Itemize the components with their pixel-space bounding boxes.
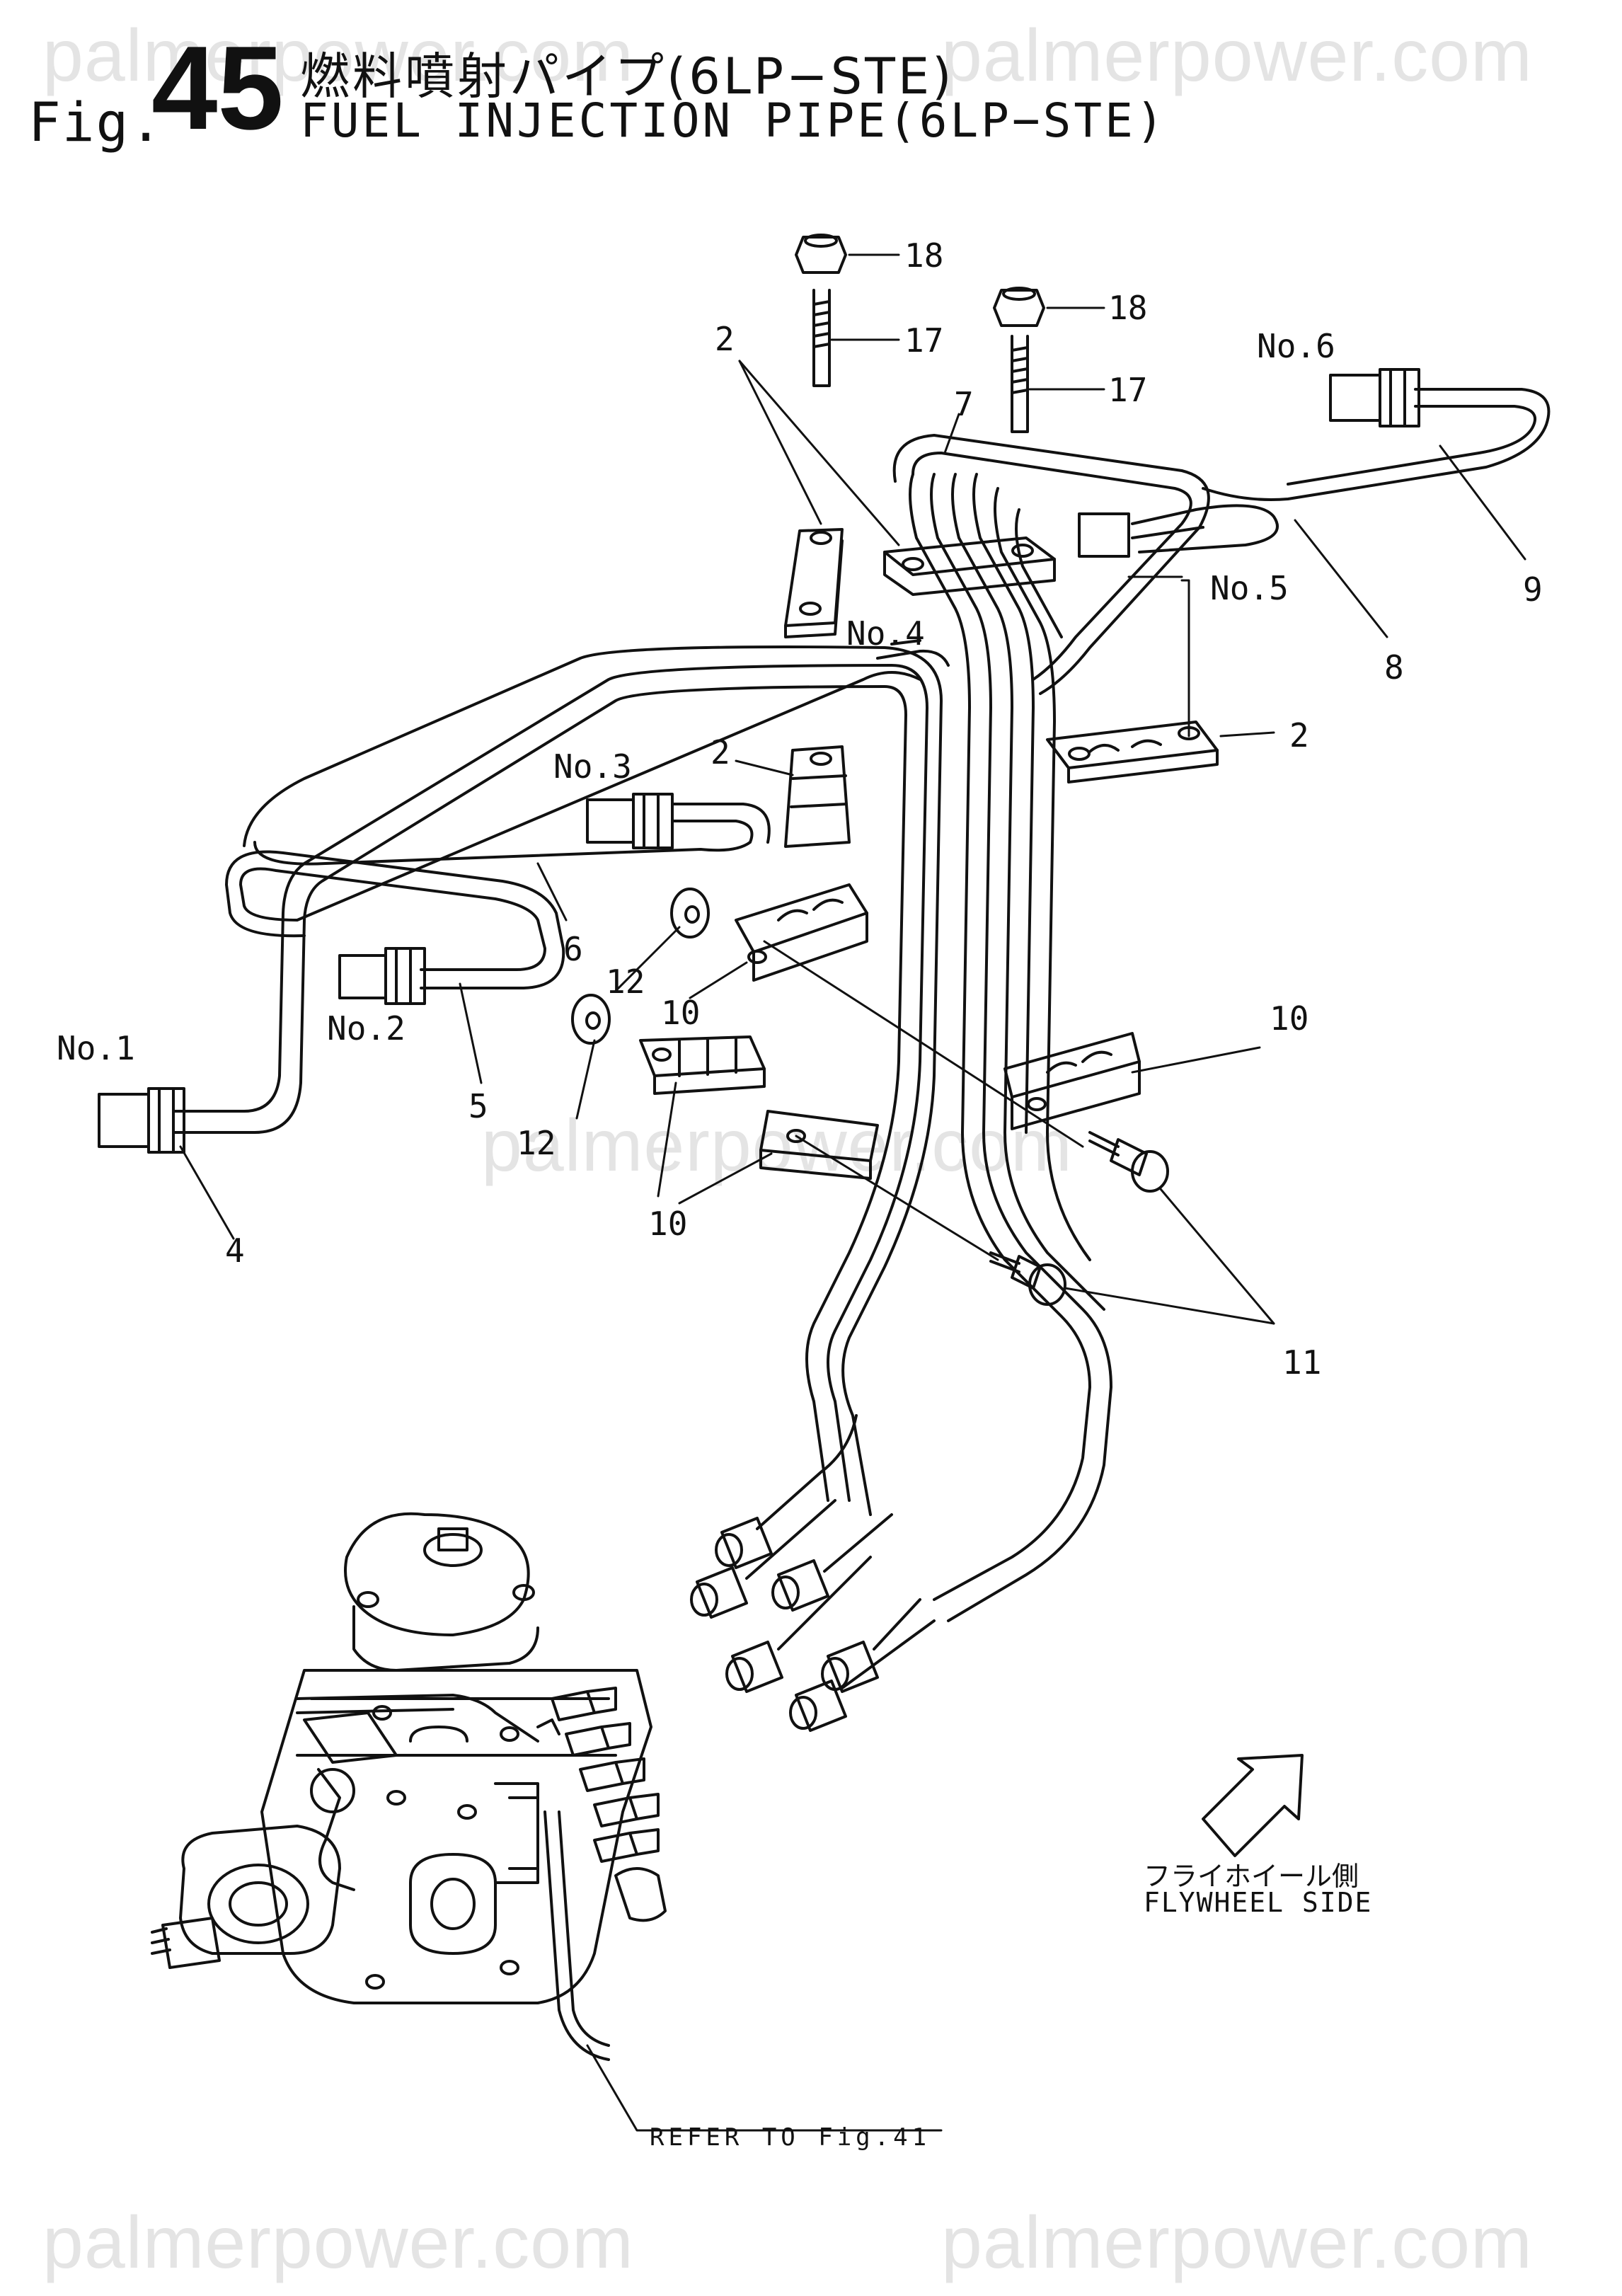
pipe-end-nuts [690,1414,936,1732]
figure-prefix: Fig. [28,91,164,154]
callout-no6: No.6 [1257,327,1335,365]
pipe-no1 [172,664,928,1502]
clamp-10-center [759,1110,879,1180]
stud-17-left [812,289,831,387]
figure-title-japanese: 燃料噴射パイプ(6LP−STE) [300,47,955,105]
callout-10-right: 10 [1270,999,1309,1038]
pipe-no2-nut [338,947,426,1005]
callout-5: 5 [468,1087,488,1125]
nut-18-left [795,234,847,274]
callout-no5: No.5 [1210,569,1289,607]
pipe-no6 [1202,368,1551,501]
callout-8: 8 [1384,648,1404,687]
clamp-2-right [1046,721,1219,783]
injection-pump [151,1512,667,2061]
refer-to-figure-link[interactable]: REFER TO Fig.41 [650,2123,931,2152]
watermark-top-right: palmerpower.com [941,15,1533,97]
figure-title-english: FUEL INJECTION PIPE(6LP−STE) [300,93,1167,148]
pipe-no4 [876,639,950,667]
pipe-no2 [225,671,921,989]
callout-2-top: 2 [715,320,735,358]
callout-12-lower: 12 [517,1124,556,1162]
callout-2-right: 2 [1289,716,1309,754]
nut-18-right [993,287,1045,327]
figure-number: 45 [151,21,284,154]
clamp-2-top [883,536,1056,596]
flywheel-arrow-icon [1202,1754,1304,1857]
stud-17-right [1011,335,1029,433]
callout-12-upper: 12 [606,963,645,1001]
clamp-10-upper [735,883,868,982]
watermark-center: palmerpower.com [481,1105,1073,1187]
bolt-11-right [1088,1131,1169,1193]
pipe-bundle [892,434,1210,1622]
callout-no4: No.4 [846,614,925,653]
clamp-2-lower-block [784,745,851,848]
bolt-11-lower [989,1251,1066,1306]
pipe-no3-nut [586,793,674,849]
watermark-top-left: palmerpower.com [42,15,634,97]
callout-17-right: 17 [1108,371,1148,409]
callout-no2: No.2 [327,1009,406,1047]
callout-10-upper: 10 [661,994,701,1032]
flywheel-side-label: FLYWHEEL SIDE [1144,1887,1373,1918]
flywheel-side-label-japanese: フライホイール側 [1144,1861,1359,1892]
clamp-10-lower-left [639,1035,766,1095]
clamp-2-upper-plate [784,528,844,638]
leader-lines [179,253,1526,2132]
callout-no3: No.3 [553,747,632,786]
washer-12-upper [670,888,710,939]
pipe-no1-nut [98,1087,185,1154]
callout-no1: No.1 [57,1029,135,1067]
callout-17-left: 17 [904,321,944,360]
pipe-no5 [1078,504,1279,558]
callout-9: 9 [1523,570,1543,609]
washer-12-lower [571,994,611,1045]
callout-11: 11 [1282,1343,1322,1382]
callout-4: 4 [225,1232,245,1270]
clamp-10-right [1003,1032,1141,1130]
callout-6: 6 [563,930,583,968]
watermark-bottom-left: palmerpower.com [42,2202,634,2284]
callout-10-lower: 10 [648,1205,688,1243]
callout-2-left: 2 [711,733,730,771]
callout-7: 7 [954,385,974,423]
watermark-bottom-right: palmerpower.com [941,2202,1533,2284]
pipe-no3 [243,645,943,1516]
callout-18-right: 18 [1108,289,1148,327]
callout-18-left: 18 [904,236,944,275]
